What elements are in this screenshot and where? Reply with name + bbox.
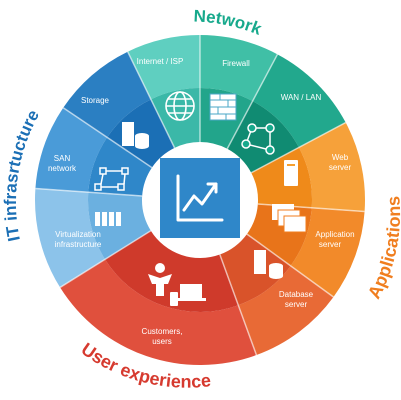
user-icon <box>148 263 172 296</box>
category-title-network: Network <box>193 6 264 38</box>
label-san: SAN <box>54 154 71 163</box>
label-customers: Customers, <box>142 327 183 336</box>
server-rack-icon <box>95 212 121 226</box>
seg-app-server-outer <box>290 207 365 297</box>
center-square <box>160 158 240 238</box>
seg-wan-lan-outer <box>252 54 346 148</box>
seg-san-network-outer <box>35 107 108 193</box>
database-server-icon <box>254 250 283 279</box>
seg-customers-inner <box>105 230 239 312</box>
divider-seg-san-network <box>35 187 143 197</box>
outer-ring <box>35 35 366 365</box>
label-internet-isp: Internet / ISP <box>137 57 184 66</box>
divider-seg-storage <box>62 107 153 169</box>
seg-db-server-outer <box>238 265 334 356</box>
label-storage: Storage <box>81 96 110 105</box>
seg-internet-isp-inner <box>150 88 200 148</box>
phone-icon <box>170 292 178 306</box>
label-server-2: server <box>319 240 342 249</box>
divider-seg-web-server <box>250 121 347 174</box>
label-virtualization: Virtualization <box>55 230 101 239</box>
seg-internet-isp-outer <box>127 35 200 100</box>
trend-chart-icon <box>176 174 224 222</box>
segment-dividers <box>35 35 365 356</box>
label-wan-lan: WAN / LAN <box>281 93 322 102</box>
seg-wan-lan-inner <box>227 101 299 173</box>
laptop-icon <box>176 284 206 301</box>
divider-seg-db-server <box>246 233 334 298</box>
label-server-3: server <box>285 300 308 309</box>
divider-seg-internet-isp <box>126 51 176 149</box>
label-application: Application <box>315 230 354 239</box>
label-web: Web <box>332 153 349 162</box>
label-firewall: Firewall <box>222 59 250 68</box>
seg-web-server-outer <box>298 122 366 212</box>
divider-seg-customers <box>219 254 258 356</box>
san-network-icon <box>94 167 129 191</box>
network-nodes-icon <box>241 123 275 155</box>
divider-seg-virtualization <box>59 230 152 289</box>
seg-storage-outer <box>63 51 151 138</box>
label-infrastructure: infrastructure <box>55 240 102 249</box>
divider-seg-wan-lan <box>226 53 279 150</box>
storage-icon <box>122 122 149 149</box>
globe-icon <box>165 91 195 121</box>
seg-customers-outer <box>60 259 257 365</box>
label-network: network <box>48 164 77 173</box>
server-icon <box>284 160 298 186</box>
seg-firewall-outer <box>200 35 278 102</box>
label-database: Database <box>279 290 314 299</box>
application-windows-icon <box>272 204 307 233</box>
label-server-1: server <box>329 163 352 172</box>
seg-virtualization-outer <box>35 188 106 288</box>
seg-san-network-inner <box>88 137 152 196</box>
firewall-icon <box>209 93 237 121</box>
label-users: users <box>152 337 172 346</box>
